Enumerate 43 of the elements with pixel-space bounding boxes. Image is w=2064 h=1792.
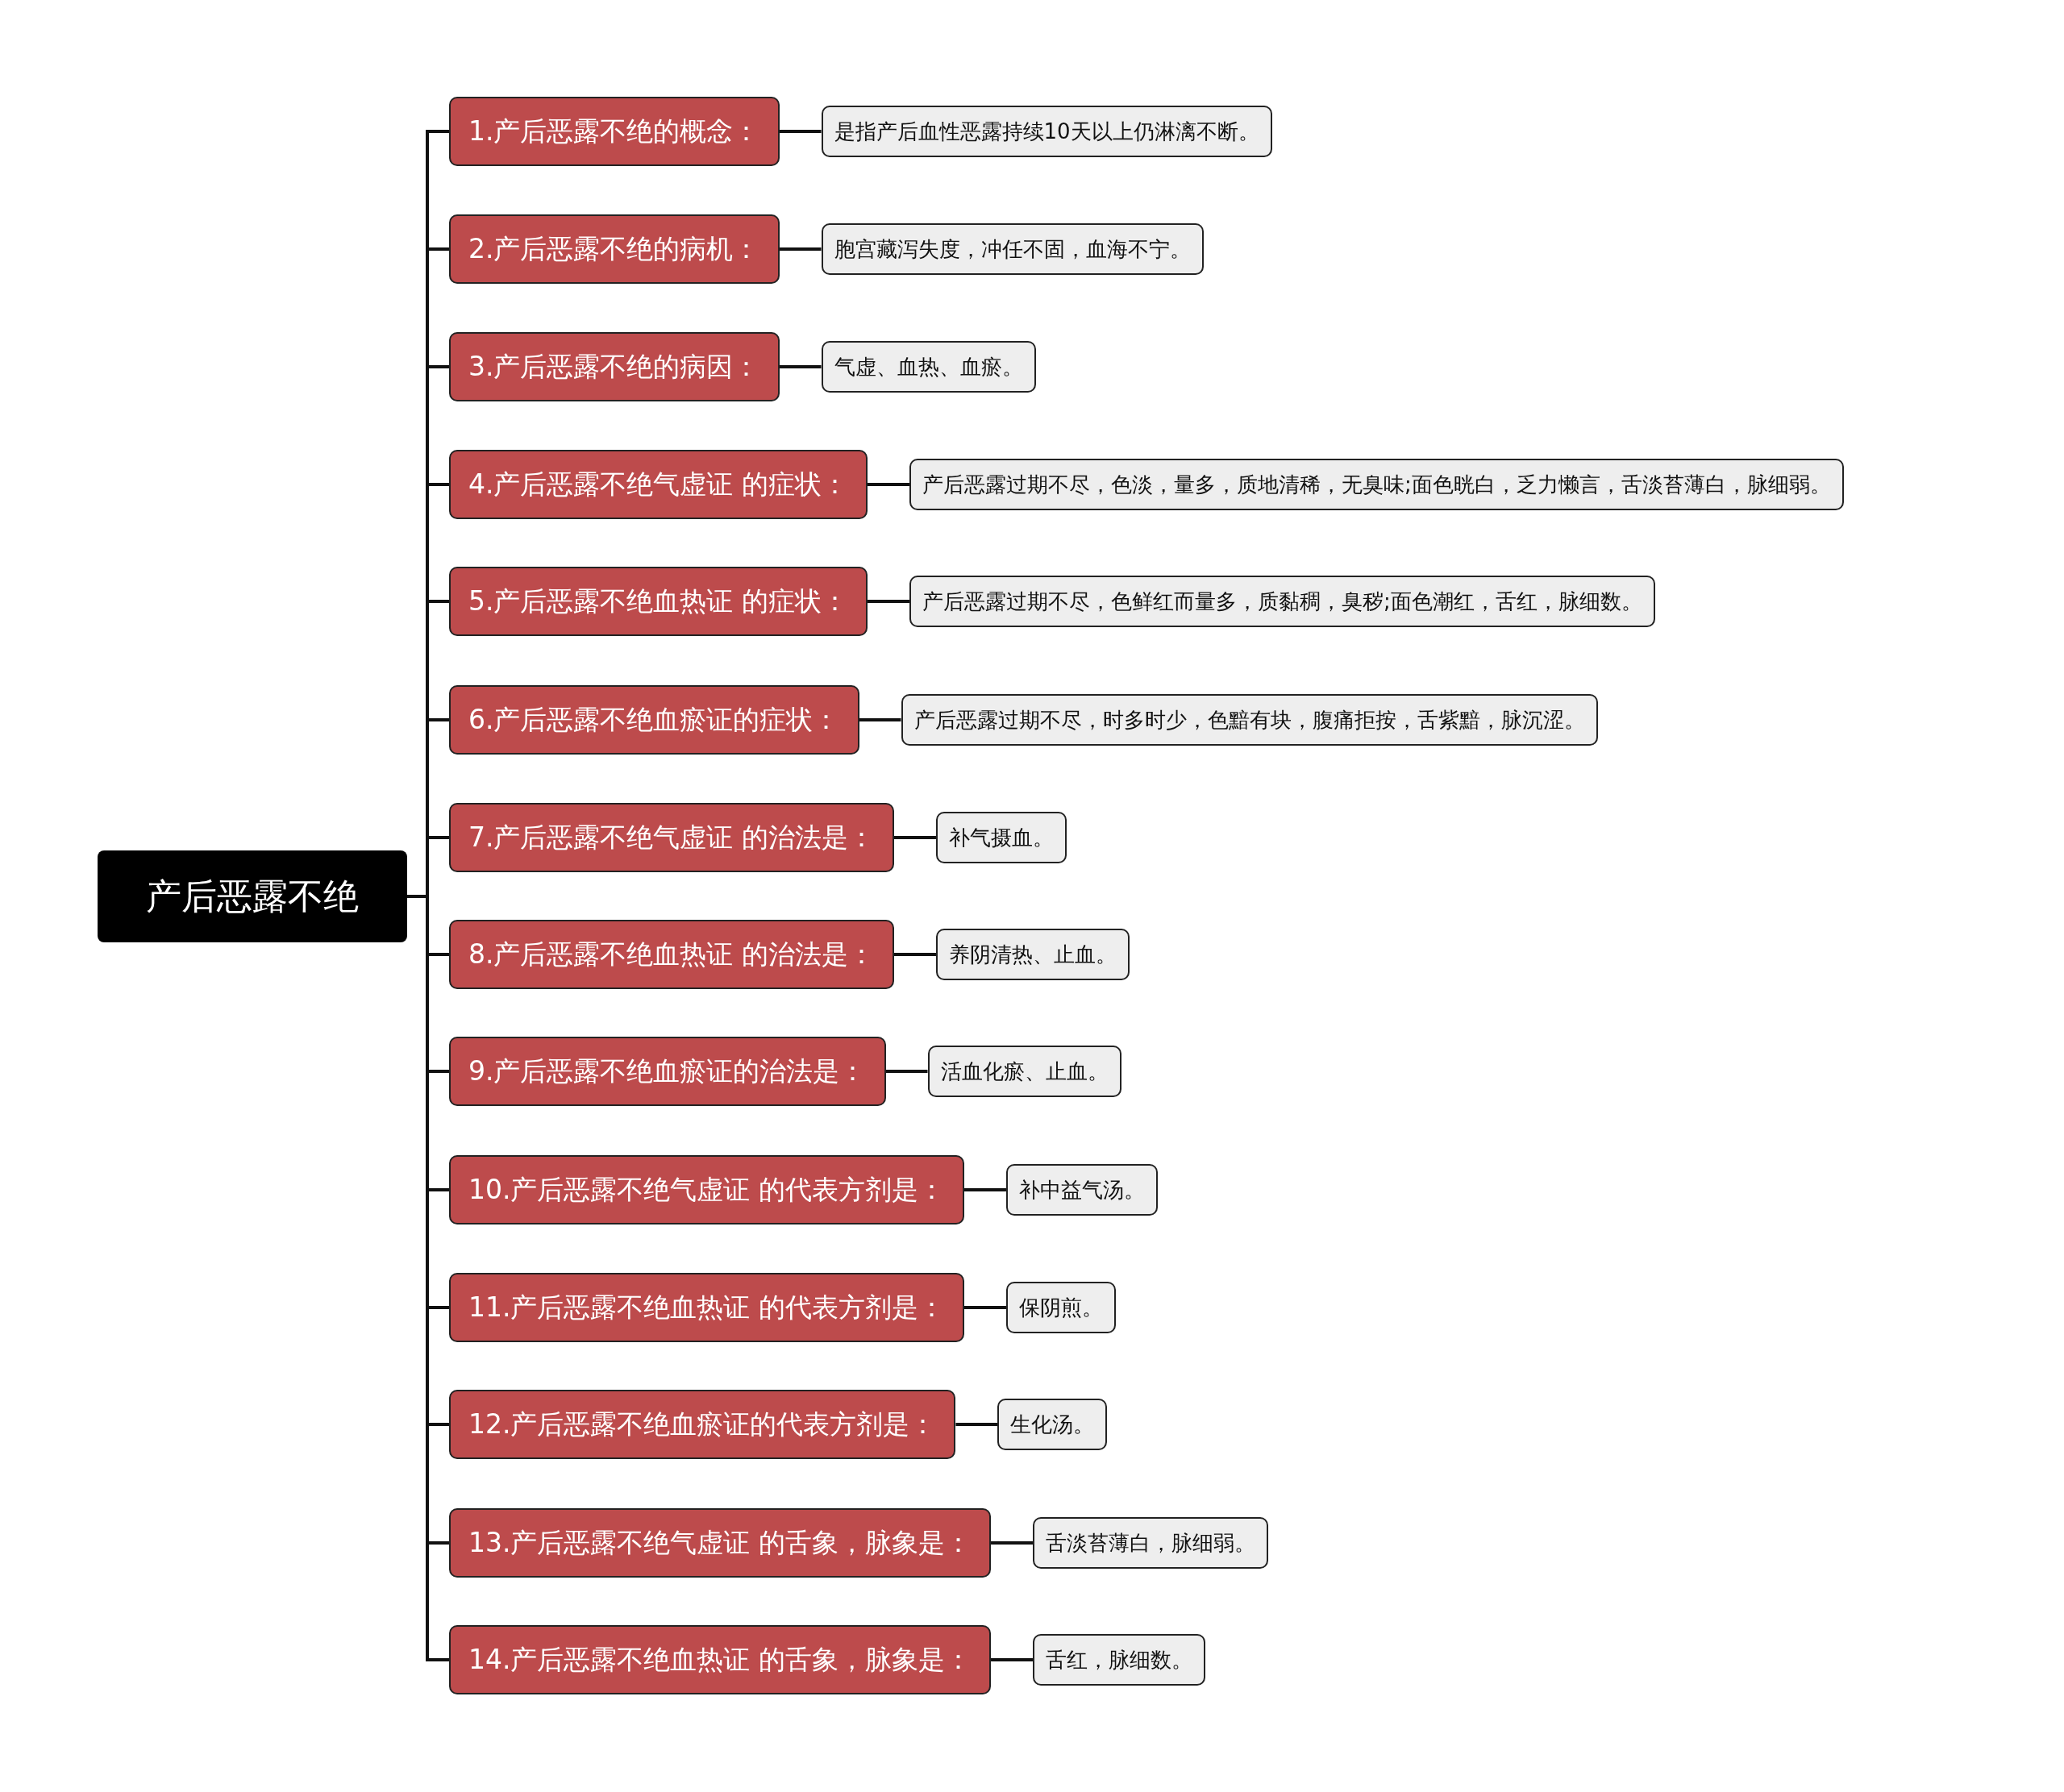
topic-box: 6.产后恶露不绝血瘀证的症状： bbox=[449, 685, 859, 755]
topic-box: 4.产后恶露不绝气虚证 的症状： bbox=[449, 450, 868, 519]
central-topic-box: 产后恶露不绝 bbox=[98, 850, 407, 942]
detail-box: 舌淡苔薄白，脉细弱。 bbox=[1033, 1517, 1268, 1569]
detail-box: 气虚、血热、血瘀。 bbox=[821, 341, 1036, 393]
connector-line bbox=[991, 1658, 1033, 1661]
connector-line bbox=[779, 247, 822, 251]
detail-box: 胞宫藏泻失度，冲任不固，血海不宁。 bbox=[821, 223, 1204, 275]
detail-box: 产后恶露过期不尽，时多时少，色黯有块，腹痛拒按，舌紫黯，脉沉涩。 bbox=[901, 694, 1598, 746]
detail-box: 生化汤。 bbox=[997, 1399, 1108, 1450]
detail-box: 补气摄血。 bbox=[936, 812, 1067, 863]
topic-box: 3.产后恶露不绝的病因： bbox=[449, 332, 780, 401]
detail-box: 养阴清热、止血。 bbox=[936, 929, 1130, 980]
connector-line bbox=[955, 1423, 998, 1426]
detail-box: 产后恶露过期不尽，色鲜红而量多，质黏稠，臭秽;面色潮红，舌红，脉细数。 bbox=[909, 576, 1655, 627]
topic-box: 9.产后恶露不绝血瘀证的治法是： bbox=[449, 1037, 886, 1106]
topic-box: 7.产后恶露不绝气虚证 的治法是： bbox=[449, 803, 894, 872]
connector-line bbox=[859, 718, 901, 721]
detail-box: 补中益气汤。 bbox=[1006, 1164, 1158, 1216]
connector-line bbox=[991, 1541, 1033, 1545]
connector-line bbox=[894, 953, 936, 956]
topic-box: 2.产后恶露不绝的病机： bbox=[449, 214, 780, 284]
detail-box: 舌红，脉细数。 bbox=[1033, 1634, 1205, 1686]
connector-line bbox=[868, 600, 909, 603]
detail-box: 产后恶露过期不尽，色淡，量多，质地清稀，无臭味;面色晄白，乏力懒言，舌淡苔薄白，脉细弱。 bbox=[909, 459, 1844, 510]
connector-line bbox=[779, 130, 822, 133]
topic-box: 1.产后恶露不绝的概念： bbox=[449, 97, 780, 166]
connector-line bbox=[964, 1306, 1006, 1309]
connector-line bbox=[964, 1188, 1006, 1191]
detail-box: 保阴煎。 bbox=[1006, 1282, 1116, 1333]
connector-line bbox=[868, 483, 909, 486]
topic-box: 14.产后恶露不绝血热证 的舌象，脉象是： bbox=[449, 1625, 991, 1694]
topic-box: 13.产后恶露不绝气虚证 的舌象，脉象是： bbox=[449, 1508, 991, 1578]
connector-line bbox=[885, 1070, 928, 1073]
connector-line bbox=[779, 365, 822, 368]
topic-box: 11.产后恶露不绝血热证 的代表方剂是： bbox=[449, 1273, 964, 1342]
topic-box: 8.产后恶露不绝血热证 的治法是： bbox=[449, 920, 894, 989]
topic-box: 5.产后恶露不绝血热证 的症状： bbox=[449, 567, 868, 636]
topic-box: 12.产后恶露不绝血瘀证的代表方剂是： bbox=[449, 1390, 956, 1459]
connector-line bbox=[894, 836, 936, 839]
topic-box: 10.产后恶露不绝气虚证 的代表方剂是： bbox=[449, 1155, 964, 1224]
detail-box: 活血化瘀、止血。 bbox=[927, 1046, 1121, 1097]
detail-box: 是指产后血性恶露持续10天以上仍淋漓不断。 bbox=[821, 106, 1272, 157]
